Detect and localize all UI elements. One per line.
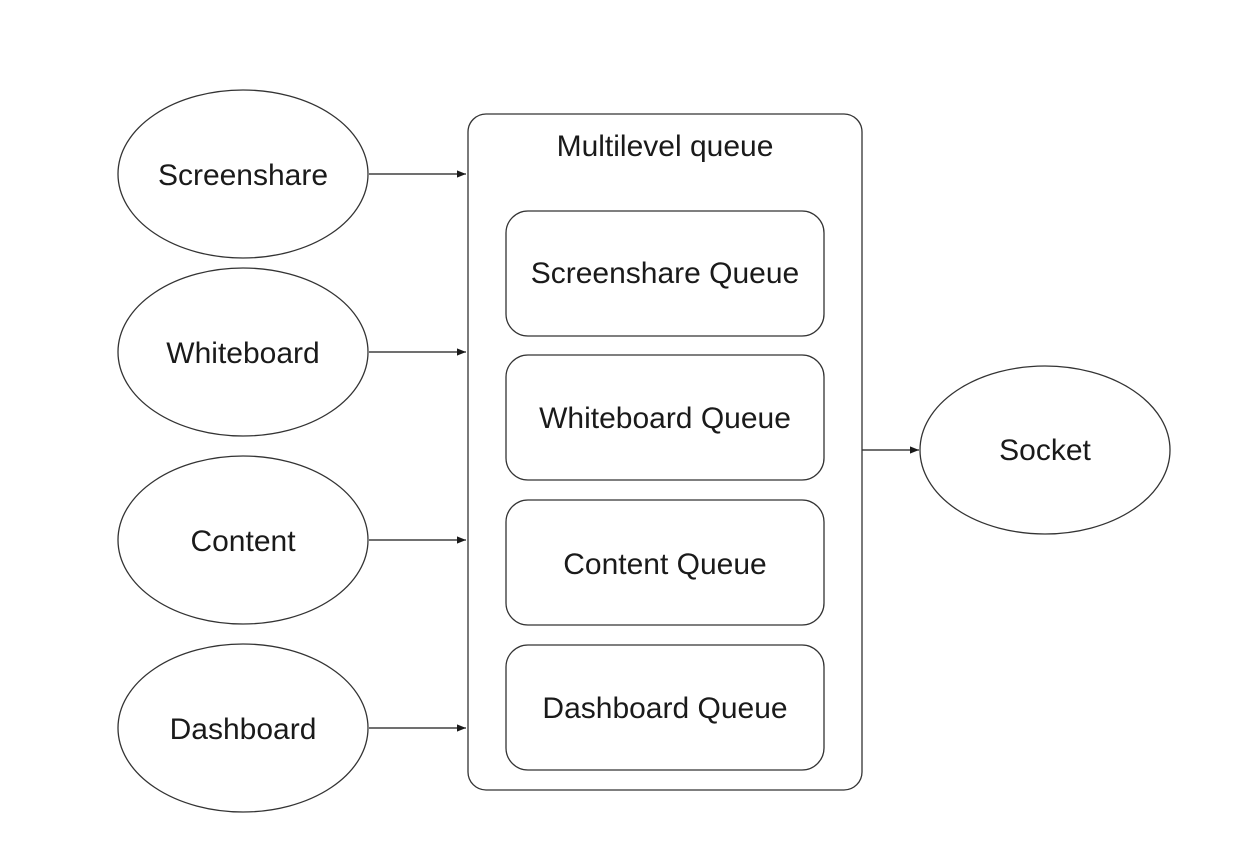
source-label-dashboard: Dashboard (170, 713, 317, 746)
source-label-whiteboard: Whiteboard (166, 337, 319, 370)
source-label-content: Content (190, 525, 296, 558)
queue-box-dashboard: Dashboard Queue (505, 644, 825, 771)
queue-box-content: Content Queue (505, 499, 825, 626)
source-node-dashboard: Dashboard (117, 643, 369, 813)
source-node-whiteboard: Whiteboard (117, 267, 369, 437)
sink-node-socket: Socket (919, 365, 1171, 535)
sink-label-socket: Socket (999, 434, 1091, 467)
queue-label-content: Content Queue (563, 548, 766, 581)
source-node-content: Content (117, 455, 369, 625)
queue-box-whiteboard: Whiteboard Queue (505, 354, 825, 481)
source-node-screenshare: Screenshare (117, 89, 369, 259)
multilevel-queue-title: Multilevel queue (557, 130, 774, 163)
queue-box-screenshare: Screenshare Queue (505, 210, 825, 337)
queue-label-dashboard: Dashboard Queue (542, 692, 787, 725)
queue-label-screenshare: Screenshare Queue (531, 257, 800, 290)
source-label-screenshare: Screenshare (158, 159, 328, 192)
queue-label-whiteboard: Whiteboard Queue (539, 402, 791, 435)
